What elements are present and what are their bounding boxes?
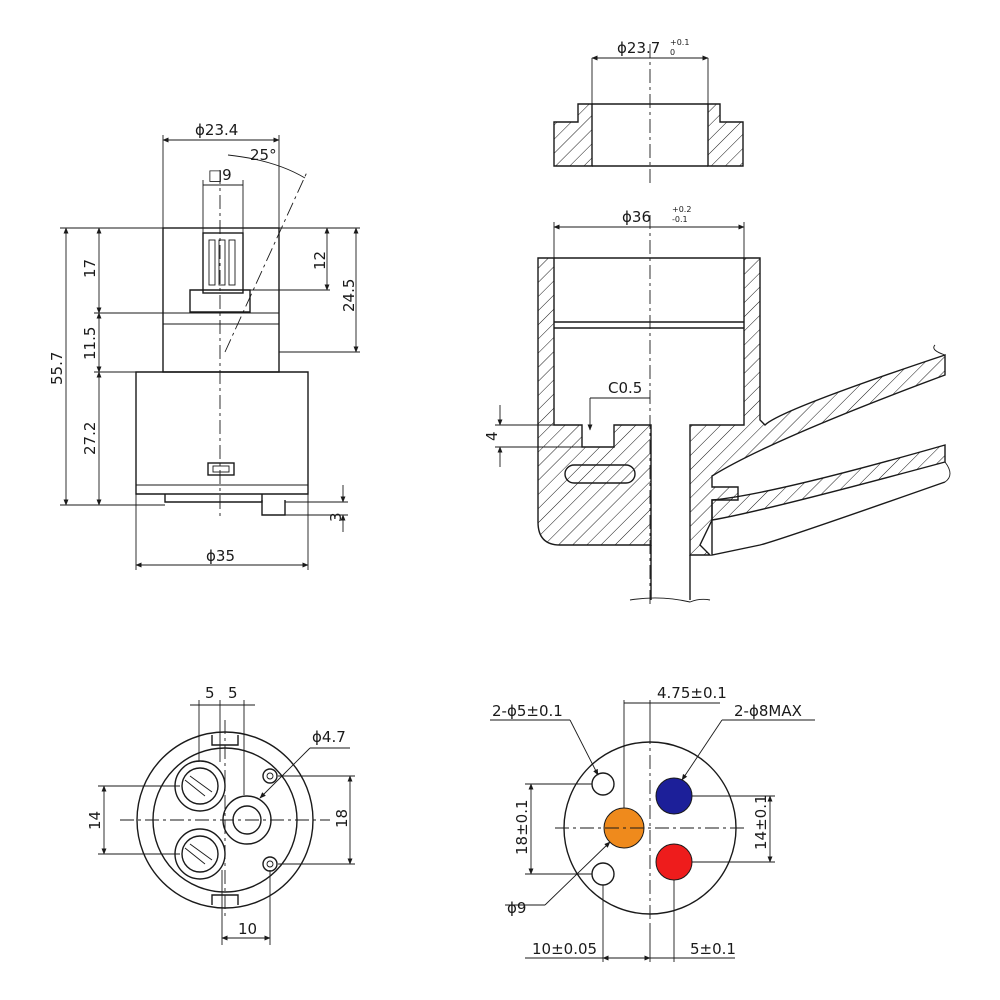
cartridge-section-view: ϕ23.7 +0.1 0 ϕ36 +0.2 -0.1 C0.5 4 [483,38,951,605]
cartridge-side-view: ϕ23.4 25° □9 17 11.5 55.7 27.2 12 24.5 3 [48,121,360,570]
dim-5-tol: 5±0.1 [690,940,736,958]
dim-5a: 5 [205,684,215,702]
dim-d23-4: ϕ23.4 [195,121,238,139]
dim-27-2: 27.2 [81,422,99,455]
dim-55-7: 55.7 [48,352,66,385]
dim-4-75: 4.75±0.1 [657,684,727,702]
pin-top [262,768,278,784]
housing-left [537,257,652,546]
dim-5b: 5 [228,684,238,702]
dim-d36-tol-top: +0.2 [672,205,691,214]
dim-3: 3 [327,512,345,522]
dim-d23-7: ϕ23.7 [617,39,660,57]
pin-hole-top [591,772,615,796]
lower-cylinder [135,371,309,495]
dim-d36: ϕ36 [622,208,651,226]
ring-right [707,103,744,167]
label-2-d8max: 2-ϕ8MAX [734,702,802,720]
stem-base [189,289,251,313]
dim-11-5: 11.5 [81,327,99,360]
slot [207,462,235,476]
port-layout-view: 4.75±0.1 2-ϕ5±0.1 2-ϕ8MAX 18±0.1 14±0.1 … [490,684,815,962]
dim-d35: ϕ35 [206,547,235,565]
dim-12: 12 [311,251,329,270]
hot-water-port [655,843,693,881]
dim-18: 18 [333,809,351,828]
dim-d9: ϕ9 [507,899,526,917]
cold-water-port [655,777,693,815]
cartridge-bottom-view: 5 5 ϕ4.7 14 18 10 [86,684,355,945]
dim-d23-7-tol-top: +0.1 [670,38,689,47]
label-2-d5: 2-ϕ5±0.1 [492,702,563,720]
internal-channel [564,464,636,484]
ring-left [553,103,593,167]
dim-d4-7: ϕ4.7 [312,728,346,746]
dim-10-tol: 10±0.05 [532,940,597,958]
dim-sq9: □9 [208,166,232,184]
dim-18-tol: 18±0.1 [513,799,531,855]
pin-hole-bottom [591,862,615,886]
upper-body-outline [162,227,280,373]
dim-d23-7-tol-bot: 0 [670,48,675,57]
dim-10: 10 [238,920,257,938]
pin-bottom [262,856,278,872]
dim-angle-25: 25° [250,146,277,164]
spout-lower [711,444,946,521]
dim-17: 17 [81,259,99,278]
dim-14-tol: 14±0.1 [752,794,770,850]
dim-4: 4 [483,431,501,441]
label-c0-5: C0.5 [608,379,642,397]
dim-d36-tol-bot: -0.1 [672,215,688,224]
dim-24-5: 24.5 [340,279,358,312]
stem [202,232,244,294]
dim-14: 14 [86,811,104,830]
